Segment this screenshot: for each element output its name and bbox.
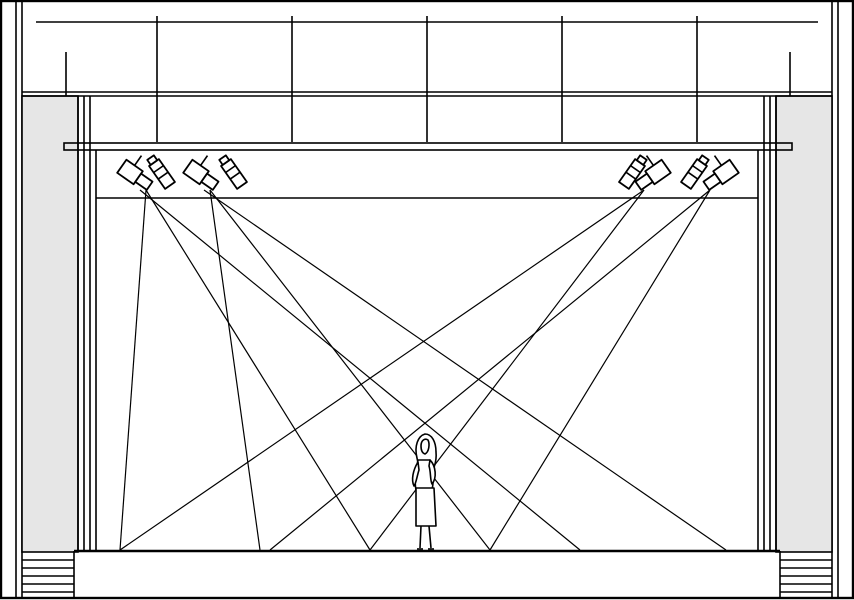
right-side-panel: [775, 95, 833, 553]
proscenium-frame: [77, 96, 777, 552]
stage-spotlight-icon: [680, 154, 710, 190]
stage-spotlight-icon: [702, 155, 740, 191]
light-beams: [119, 189, 727, 551]
stage-spotlight-icon: [634, 155, 672, 191]
fly-tower-grid: [22, 16, 832, 142]
stage-spotlight-icon: [618, 154, 648, 190]
stage-spotlight-icon: [182, 155, 220, 191]
left-steps: [22, 559, 74, 593]
left-wall: [15, 1, 79, 598]
spotlights: [116, 154, 740, 191]
stage-floor: [73, 549, 781, 598]
right-wall: [775, 1, 839, 598]
stage-spotlight-icon: [146, 154, 176, 190]
lighting-bar: [63, 142, 793, 151]
performer-figure-icon: [411, 433, 437, 550]
stage-spotlight-icon: [218, 154, 248, 190]
stage-spotlight-icon: [116, 155, 154, 191]
left-side-panel: [21, 95, 79, 553]
right-steps: [780, 559, 832, 593]
